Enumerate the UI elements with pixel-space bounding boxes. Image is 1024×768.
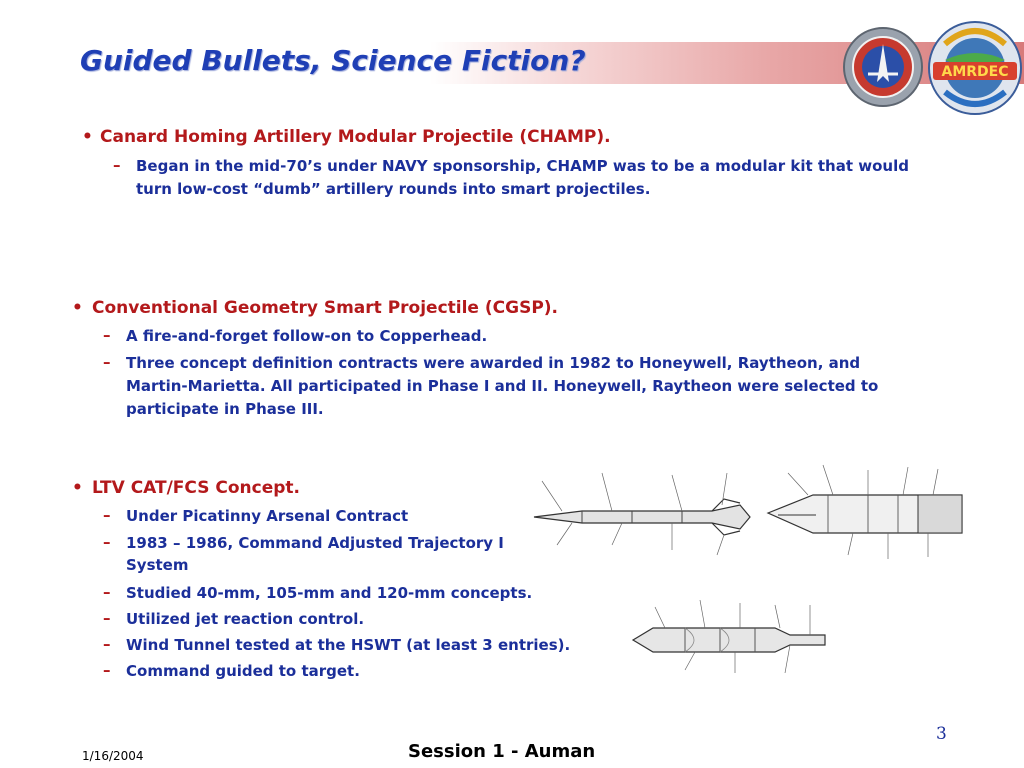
ltv-item-2: 1983 – 1986, Command Adjusted Trajectory… xyxy=(126,534,504,552)
amrdec-logo: AMRDEC xyxy=(928,21,1022,115)
slide-title: Guided Bullets, Science Fiction? xyxy=(80,44,586,77)
footer-date: 1/16/2004 xyxy=(82,749,144,763)
section-heading-ltv: LTV CAT/FCS Concept. xyxy=(92,478,300,498)
dash-3-3: – xyxy=(103,583,111,601)
cgsp-item-2b: Martin-Marietta. All participated in Pha… xyxy=(126,377,879,395)
bullet-1: • xyxy=(82,127,93,147)
ltv-item-6: Command guided to target. xyxy=(126,662,360,680)
cgsp-item-2: Three concept definition contracts were … xyxy=(126,354,861,372)
dash-2-1: – xyxy=(103,326,111,344)
amrdec-logo-text: AMRDEC xyxy=(941,64,1008,80)
section-heading-cgsp: Conventional Geometry Smart Projectile (… xyxy=(92,298,559,318)
medallion-logo xyxy=(843,27,923,107)
projectile-diagram-3 xyxy=(625,595,837,685)
bullet-3: • xyxy=(72,478,83,498)
dash-3-4: – xyxy=(103,609,111,627)
dash-3-1: – xyxy=(103,506,111,524)
dash-3-6: – xyxy=(103,661,111,679)
dash-3-2: – xyxy=(103,533,111,551)
section-heading-champ: Canard Homing Artillery Modular Projecti… xyxy=(100,127,611,147)
bullet-2: • xyxy=(72,298,83,318)
cgsp-item-1: A fire-and-forget follow-on to Copperhea… xyxy=(126,327,488,345)
ltv-item-5: Wind Tunnel tested at the HSWT (at least… xyxy=(126,636,571,654)
projectile-diagram-1 xyxy=(512,455,774,580)
page-number: 3 xyxy=(936,724,947,744)
ltv-item-2b: System xyxy=(126,556,189,574)
ltv-item-4: Utilized jet reaction control. xyxy=(126,610,365,628)
footer-session: Session 1 - Auman xyxy=(408,741,596,762)
champ-item-2: turn low-cost “dumb” artillery rounds in… xyxy=(136,180,651,198)
dash-2-2: – xyxy=(103,353,111,371)
ltv-item-3: Studied 40-mm, 105-mm and 120-mm concept… xyxy=(126,584,533,602)
cgsp-item-2c: participate in Phase III. xyxy=(126,400,324,418)
projectile-diagram-2 xyxy=(758,455,972,575)
dash-1-1: – xyxy=(113,156,121,174)
champ-item-1: Began in the mid-70’s under NAVY sponsor… xyxy=(136,157,909,175)
dash-3-5: – xyxy=(103,635,111,653)
ltv-item-1: Under Picatinny Arsenal Contract xyxy=(126,507,409,525)
